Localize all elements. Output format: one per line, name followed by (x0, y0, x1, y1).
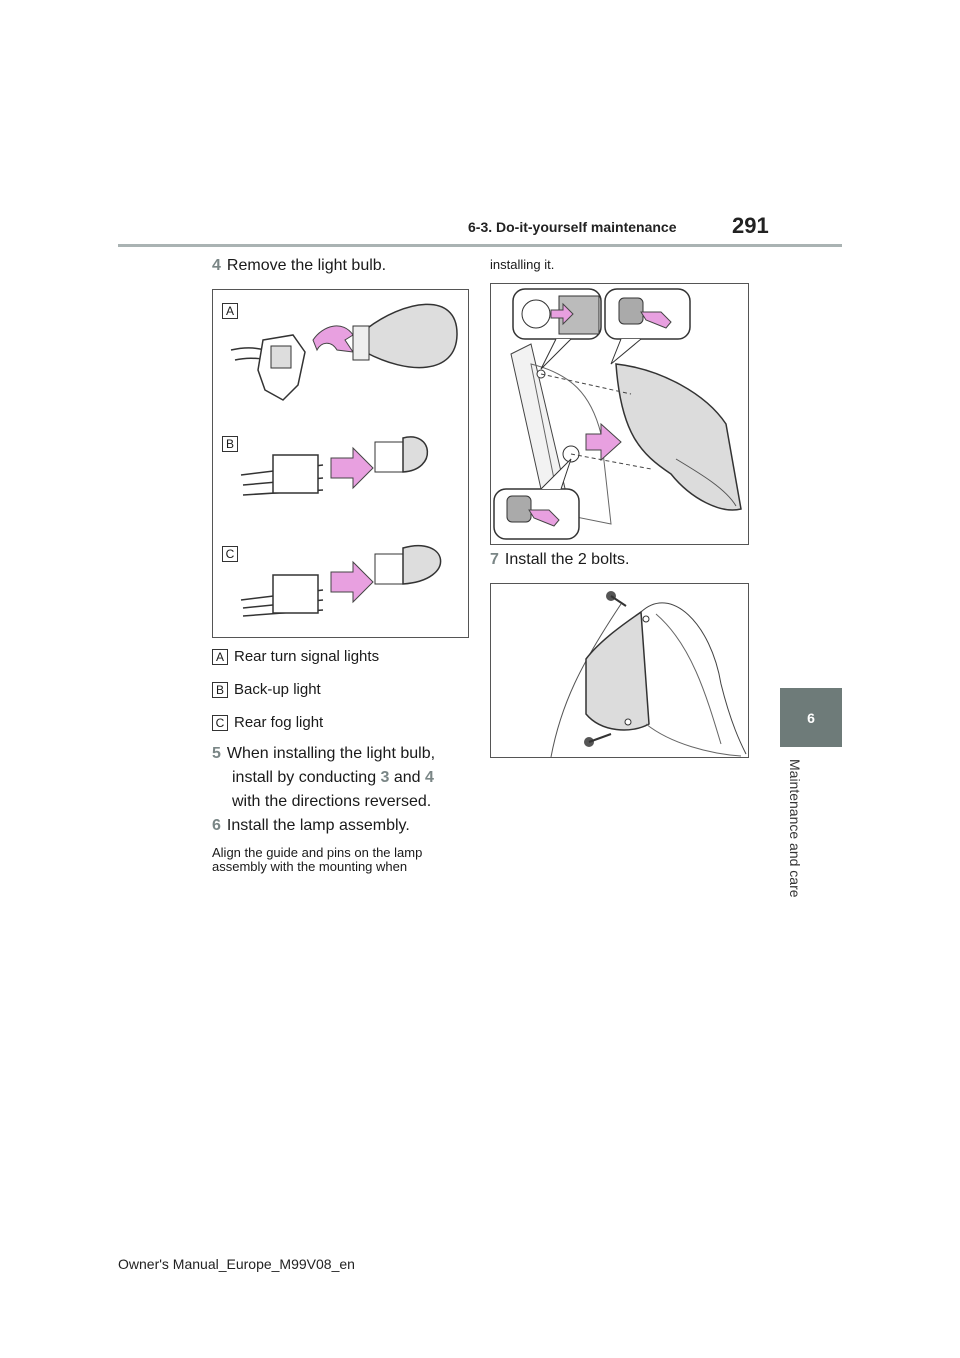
bulb-figure: A B C (212, 289, 469, 638)
step-text-line1: When installing the light bulb, (226, 745, 436, 762)
footer-manual-id: Owner's Manual_Europe_M99V08_en (118, 1256, 355, 1272)
step-5: 5 When installing the light bulb, install… (212, 742, 435, 814)
step-text: Install the lamp assembly. (226, 817, 410, 834)
step-text-line2: install by conducting (232, 769, 381, 786)
figure-label-a: A (222, 303, 238, 319)
step-text-line3: with the directions reversed. (232, 793, 432, 810)
step-text-and: and (389, 769, 426, 786)
step-text: Install the 2 bolts. (504, 551, 630, 568)
legend-item-b: B Back-up light (212, 681, 321, 698)
lamp-assembly-figure (490, 283, 749, 545)
note-line1: Align the guide and pins on the lamp (212, 845, 423, 860)
legend-text: Rear fog light (234, 714, 324, 731)
bolt-top-icon (606, 591, 627, 607)
chapter-label: Maintenance and care (781, 759, 807, 919)
step-ref-4: 4 (425, 769, 434, 786)
step-7: 7 Install the 2 bolts. (490, 550, 629, 570)
step-ref-3: 3 (380, 769, 390, 786)
bulb-c-illustration (240, 545, 442, 617)
bolts-illustration (550, 591, 747, 758)
legend-item-c: C Rear fog light (212, 714, 323, 731)
step-text: Remove the light bulb. (226, 257, 387, 274)
note-line2: assembly with the mounting when (212, 859, 408, 874)
step-number: 5 (212, 745, 221, 762)
legend-text: Rear turn signal lights (234, 648, 380, 665)
figure-label-b: B (222, 436, 238, 452)
lamp-assembly-illustration (493, 288, 742, 540)
step-number: 6 (212, 817, 221, 834)
legend-key: C (212, 714, 228, 731)
chapter-number: 6 (807, 709, 815, 726)
bulb-illustration (230, 303, 458, 617)
note-continued: installing it. (490, 257, 555, 272)
step-number: 7 (490, 551, 499, 568)
bulb-a-illustration (230, 303, 458, 401)
chapter-label-text: Maintenance and care (787, 759, 803, 898)
header-rule (118, 244, 842, 247)
bolts-figure (490, 583, 749, 758)
section-title: 6-3. Do-it-yourself maintenance (468, 219, 677, 235)
bolt-bottom-icon (584, 733, 612, 747)
legend-key: A (212, 648, 228, 665)
step-number: 4 (212, 257, 221, 274)
page-number: 291 (732, 213, 769, 238)
chapter-tab: 6 (780, 688, 842, 747)
legend-item-a: A Rear turn signal lights (212, 648, 379, 665)
figure-label-c: C (222, 546, 238, 562)
step-4: 4 Remove the light bulb. (212, 256, 386, 276)
legend-text: Back-up light (234, 681, 321, 698)
step-6: 6 Install the lamp assembly. (212, 816, 410, 836)
legend-key: B (212, 681, 228, 698)
note-text: Align the guide and pins on the lamp ass… (212, 846, 422, 874)
bulb-b-illustration (240, 436, 429, 496)
